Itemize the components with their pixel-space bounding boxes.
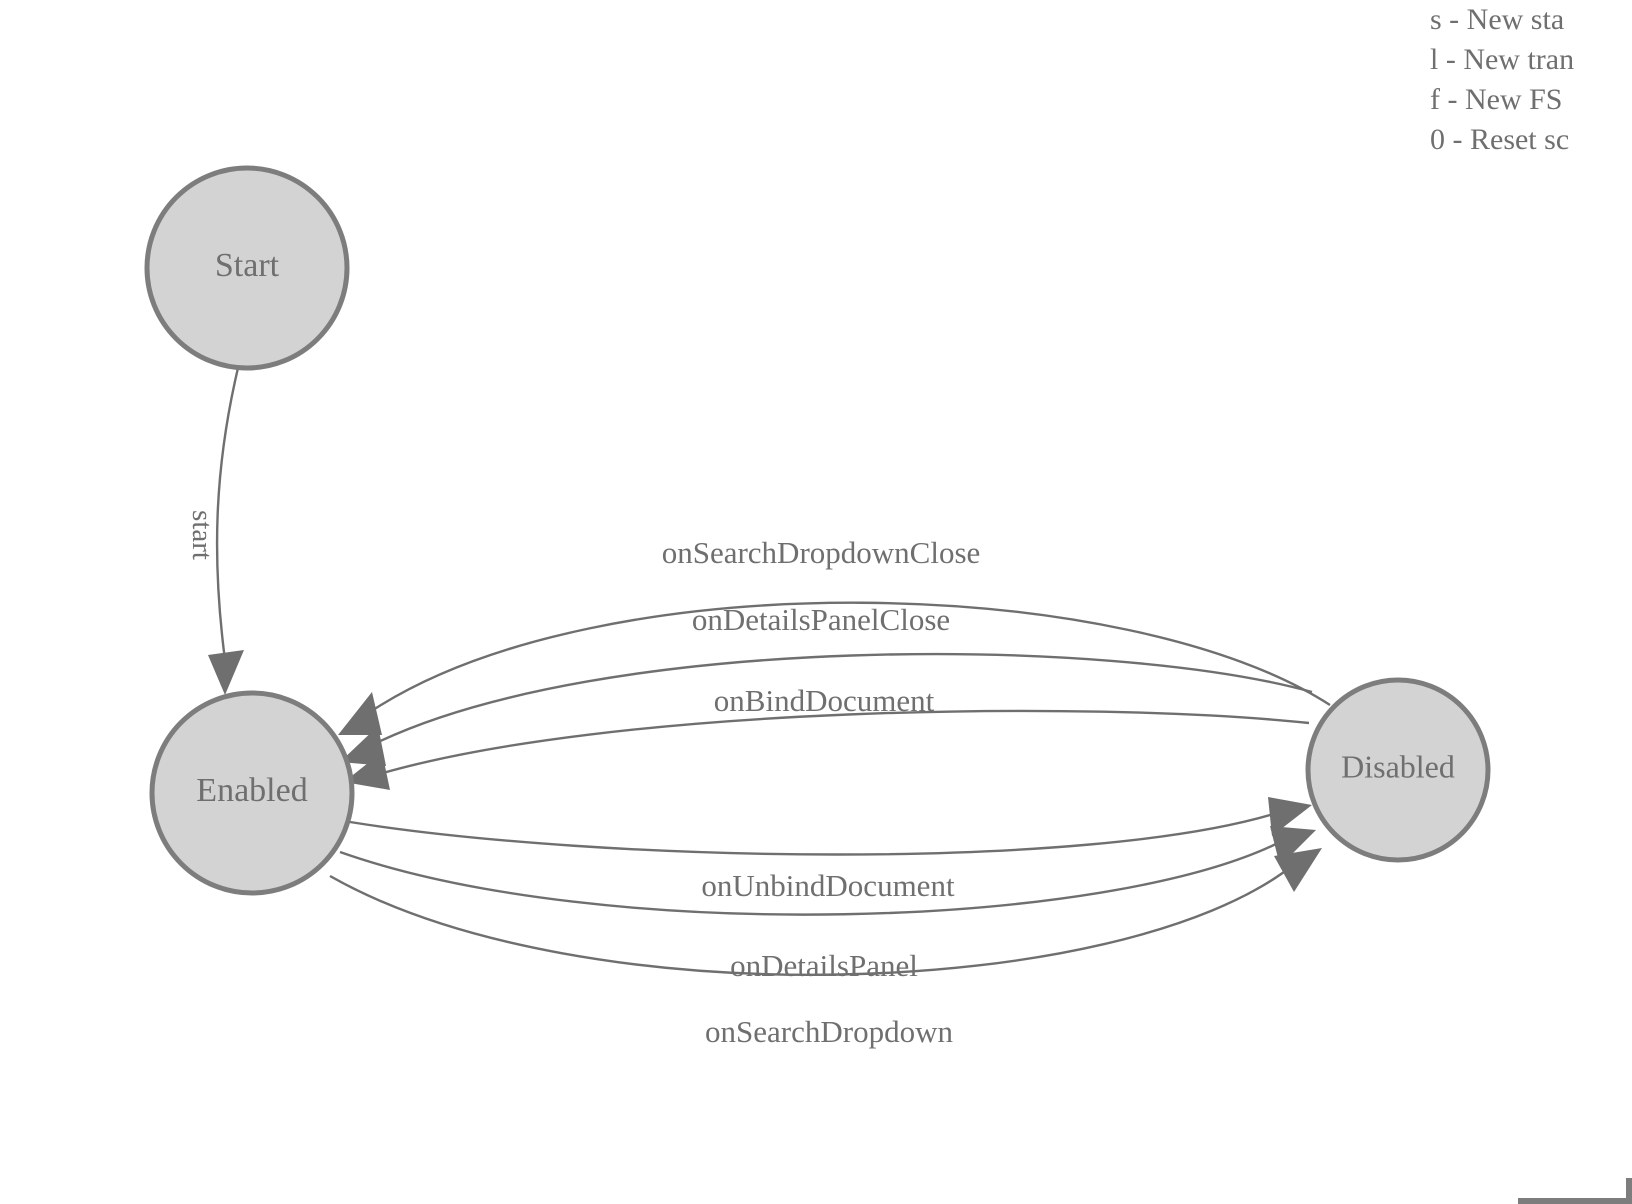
edge-label-onbinddocument: onBindDocument (714, 683, 935, 718)
edges-layer (208, 367, 1331, 976)
state-node-enabled[interactable]: Enabled (149, 690, 355, 896)
edge-path-onunbinddocument[interactable] (349, 810, 1281, 856)
edge-path-ondetailspanel[interactable] (339, 838, 1285, 916)
edge-ondetailspanelclose[interactable] (340, 652, 1313, 766)
edge-label-onsearchdropdown: onSearchDropdown (705, 1014, 953, 1049)
edge-path-ondetailspanelclose[interactable] (371, 652, 1313, 747)
edge-label-ondetailspanelclose: onDetailsPanelClose (692, 602, 950, 637)
edge-onbinddocument[interactable] (344, 709, 1310, 790)
state-node-start-circle[interactable] (144, 165, 350, 371)
arrow-head-onsearchdropdown (1274, 848, 1322, 892)
state-node-enabled-circle[interactable] (149, 690, 355, 896)
edge-labels-layer: start onSearchDropdownClose onDetailsPan… (186, 510, 980, 1049)
horizontal-scrollbar-thumb[interactable] (1518, 1198, 1628, 1204)
edge-label-ondetailspanel: onDetailsPanel (730, 948, 918, 983)
edge-path-onsearchdropdownclose[interactable] (369, 601, 1331, 714)
vertical-scrollbar-thumb[interactable] (1626, 1178, 1632, 1204)
edge-onsearchdropdownclose[interactable] (338, 601, 1331, 735)
state-node-start-label: Start (215, 247, 280, 284)
state-node-disabled-circle[interactable] (1305, 677, 1491, 863)
vertical-scrollbar-track[interactable] (1626, 0, 1632, 1204)
state-node-start[interactable]: Start (144, 165, 350, 371)
edge-label-onsearchdropdownclose: onSearchDropdownClose (662, 535, 981, 570)
nodes-layer: Start Enabled Disabled (144, 165, 1491, 896)
state-node-disabled[interactable]: Disabled (1305, 677, 1491, 863)
arrow-head-ondetailspanelclose (340, 726, 386, 766)
state-node-disabled-label: Disabled (1341, 748, 1455, 784)
arrow-head-start (208, 650, 244, 695)
arrow-head-onsearchdropdownclose (338, 692, 382, 735)
edge-onunbinddocument[interactable] (349, 797, 1312, 856)
edge-onsearchdropdown[interactable] (329, 848, 1322, 976)
arrow-head-onbinddocument (344, 752, 390, 790)
edge-label-start: start (186, 510, 218, 560)
edge-path-onbinddocument[interactable] (375, 709, 1310, 777)
state-node-enabled-label: Enabled (196, 772, 307, 809)
edge-path-start[interactable] (215, 367, 240, 661)
arrow-head-onunbinddocument (1268, 797, 1312, 836)
edge-label-onunbinddocument: onUnbindDocument (701, 868, 955, 903)
horizontal-scrollbar-track[interactable] (0, 1198, 1632, 1204)
edge-path-onsearchdropdown[interactable] (329, 865, 1293, 976)
edge-start-to-enabled[interactable] (208, 367, 244, 695)
